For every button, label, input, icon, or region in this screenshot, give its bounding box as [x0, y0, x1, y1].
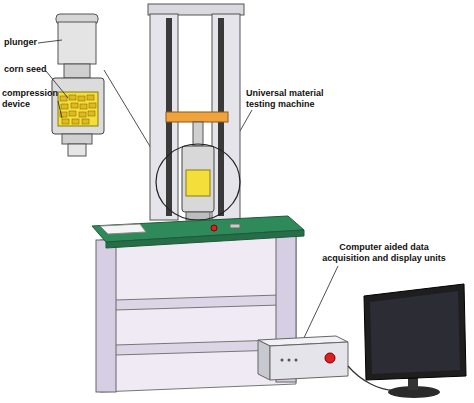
corn-seed-chamber	[58, 92, 98, 126]
highlight-circle	[156, 144, 240, 220]
testing-machine-frame	[148, 4, 244, 220]
shelf-upper	[115, 295, 280, 310]
emergency-knob	[325, 353, 335, 363]
plunger-body	[58, 22, 96, 64]
monitor-frame	[364, 284, 466, 380]
box-front	[270, 342, 348, 380]
monitor	[364, 284, 466, 398]
corn-seeds	[60, 95, 96, 124]
base-stem	[68, 144, 86, 156]
callout-label: Computer aided data acquisition and disp…	[318, 242, 450, 264]
callout-label: Universal material testing machine	[246, 88, 341, 110]
callout-label: corn seed	[4, 64, 64, 75]
base-plate	[62, 134, 92, 144]
cabinet-back	[100, 232, 296, 392]
stop-button	[211, 225, 217, 231]
moving-crossbar	[166, 112, 228, 122]
callout-label: compression device	[2, 88, 62, 110]
compression-device	[182, 146, 214, 212]
inset-compression-device	[52, 14, 104, 156]
shelf-lower	[115, 340, 280, 355]
table-cutout	[100, 224, 146, 234]
cylinder	[52, 78, 104, 134]
control-box	[258, 336, 348, 380]
plunger-rod	[64, 64, 90, 78]
corn-window	[186, 170, 210, 196]
top-crossbar	[148, 4, 244, 15]
switch	[230, 224, 240, 228]
monitor-screen	[370, 291, 460, 374]
callout-label: plunger	[4, 37, 64, 48]
load-cell	[193, 122, 203, 146]
box-side	[258, 340, 270, 380]
left-leg	[96, 240, 116, 392]
